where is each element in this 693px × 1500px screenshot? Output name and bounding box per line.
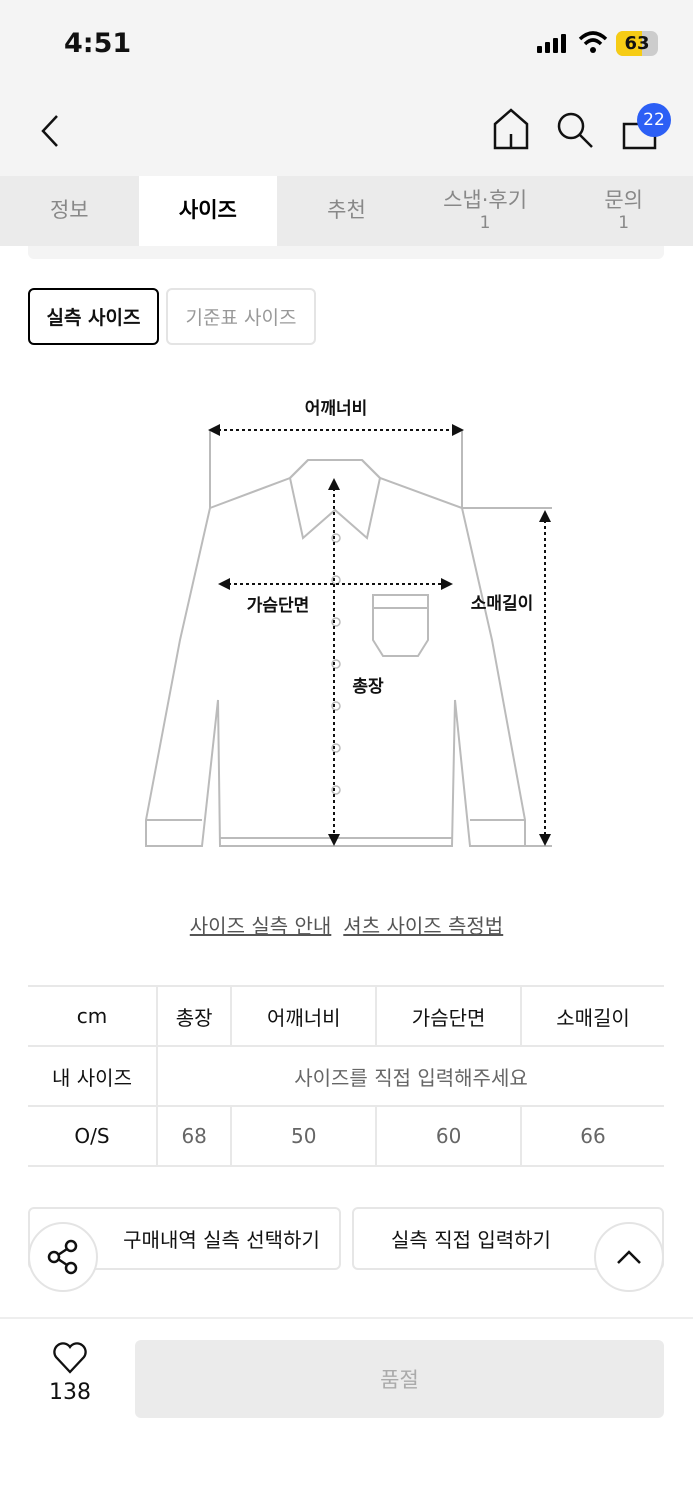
scroll-top-button[interactable] (594, 1222, 664, 1292)
header-shoulder: 어깨너비 (230, 985, 377, 1047)
direct-input-button[interactable]: 실측 직접 입력하기 (352, 1207, 664, 1270)
cell-chest: 60 (375, 1106, 522, 1167)
cell-shoulder: 50 (230, 1106, 377, 1167)
chevron-left-icon[interactable] (38, 114, 62, 148)
my-size-input[interactable]: 사이즈를 직접 입력해주세요 (156, 1046, 664, 1107)
size-guide-link[interactable]: 사이즈 실측 안내 (189, 914, 332, 938)
divider (28, 246, 664, 259)
like-button[interactable]: 138 (40, 1342, 100, 1405)
table-header-row: cm 총장 어깨너비 가슴단면 소매길이 (28, 985, 664, 1047)
home-icon[interactable] (492, 108, 530, 150)
header-length: 총장 (155, 985, 232, 1047)
actual-size-toggle[interactable]: 실측 사이즈 (28, 288, 159, 345)
header-unit: cm (28, 985, 157, 1047)
signal-icon (537, 34, 566, 53)
heart-icon (53, 1342, 87, 1374)
search-icon[interactable] (555, 110, 595, 150)
table-row: O/S 68 50 60 66 (28, 1106, 664, 1167)
size-name: O/S (28, 1106, 157, 1167)
cart-count-badge: 22 (637, 103, 671, 137)
shirt-outline (145, 430, 552, 847)
bottom-bar (0, 1317, 693, 1500)
shirt-size-diagram: 어깨너비 가슴단면 총장 소매길이 (145, 399, 552, 847)
my-size-label: 내 사이즈 (28, 1046, 157, 1107)
tab-size[interactable]: 사이즈 (138, 176, 278, 246)
clock: 4:51 (64, 28, 132, 59)
like-count: 138 (49, 1380, 91, 1405)
top-nav (0, 90, 693, 176)
direct-input-label: 실측 직접 입력하기 (391, 1228, 551, 1252)
status-bar: 4:51 63 (0, 0, 693, 90)
chest-label: 가슴단면 (247, 596, 310, 616)
purchase-history-label: 구매내역 실측 선택하기 (123, 1228, 320, 1252)
battery-icon: 63 (616, 31, 658, 56)
wifi-icon (578, 31, 608, 53)
size-table: cm 총장 어깨너비 가슴단면 소매길이 내 사이즈 사이즈를 직접 입력해주세… (28, 985, 664, 1167)
my-size-row: 내 사이즈 사이즈를 직접 입력해주세요 (28, 1046, 664, 1107)
share-button[interactable] (28, 1222, 98, 1292)
standard-size-toggle[interactable]: 기준표 사이즈 (166, 288, 316, 345)
header-chest: 가슴단면 (375, 985, 522, 1047)
tab-info[interactable]: 정보 (49, 198, 89, 223)
soldout-button: 품절 (135, 1340, 664, 1418)
chevron-up-icon (617, 1250, 641, 1264)
measure-method-link[interactable]: 셔츠 사이즈 측정법 (343, 914, 504, 938)
header-sleeve: 소매길이 (520, 985, 664, 1047)
size-links: 사이즈 실측 안내 셔츠 사이즈 측정법 (0, 910, 693, 939)
sleeve-label: 소매길이 (471, 594, 534, 614)
tab-recommend[interactable]: 추천 (327, 198, 366, 223)
purchase-history-button[interactable]: 구매내역 실측 선택하기 (28, 1207, 341, 1270)
cell-sleeve: 66 (520, 1106, 664, 1167)
share-icon (47, 1239, 78, 1275)
cell-length: 68 (155, 1106, 232, 1167)
length-label: 총장 (352, 677, 384, 697)
shoulder-label: 어깨너비 (305, 399, 368, 419)
